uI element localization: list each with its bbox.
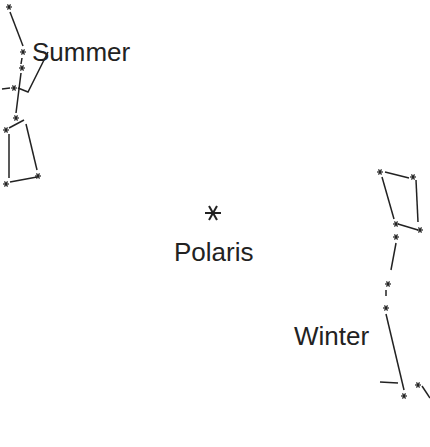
- season-label: Winter: [294, 322, 369, 351]
- polaris-star: [205, 206, 221, 220]
- winter-dipper: [380, 172, 430, 398]
- season-label: Summer: [32, 38, 130, 67]
- winter-stars: [377, 169, 423, 398]
- summer-stars: [3, 4, 41, 186]
- season-label: Polaris: [174, 238, 253, 267]
